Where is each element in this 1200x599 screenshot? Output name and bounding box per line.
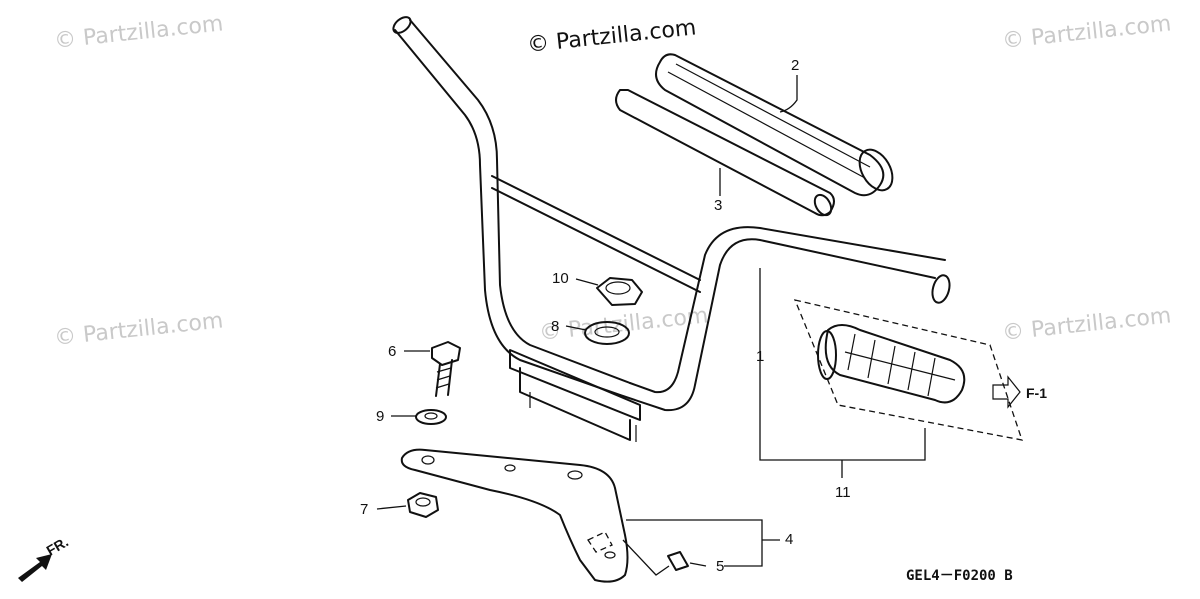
washer-9[interactable]	[415, 409, 447, 425]
leader-lines	[376, 75, 926, 576]
watermark-mid-right: © Partzilla.com	[1001, 303, 1172, 346]
front-direction-arrow: FR.	[18, 533, 71, 582]
callout-10: 10	[552, 270, 569, 287]
callout-11: 11	[835, 484, 851, 501]
handlebar-pad-outer[interactable]	[655, 53, 899, 197]
tag-5[interactable]	[667, 551, 689, 571]
bolt-6[interactable]	[431, 341, 461, 397]
handlebar[interactable]	[390, 14, 952, 442]
watermark-mid-left: © Partzilla.com	[53, 308, 224, 351]
callout-1: 1	[756, 348, 764, 365]
direction-label: FR.	[44, 533, 72, 558]
reference-label: F-1	[1026, 385, 1047, 401]
washer-8[interactable]	[584, 321, 630, 345]
watermark-main: © Partzilla.com	[526, 15, 697, 58]
callout-5: 5	[716, 558, 724, 575]
callout-2: 2	[791, 57, 799, 74]
callout-4: 4	[785, 531, 793, 548]
callout-6: 6	[388, 343, 396, 360]
callout-7: 7	[360, 501, 368, 518]
diagram-code: GEL4－F0200 B	[906, 568, 1013, 584]
watermark-top-left: © Partzilla.com	[53, 11, 224, 54]
callout-9: 9	[376, 408, 384, 425]
reference-arrow: F-1	[992, 375, 1047, 409]
watermark-top-right: © Partzilla.com	[1001, 11, 1172, 54]
callout-8: 8	[551, 318, 559, 335]
callout-3: 3	[714, 197, 722, 214]
flange-nut-10[interactable]	[596, 277, 643, 306]
grip-assembly-11[interactable]	[793, 299, 1023, 441]
flange-nut-7[interactable]	[407, 492, 439, 518]
handlebar-pad-inner[interactable]	[615, 89, 835, 218]
handlebar-holder-4[interactable]	[400, 448, 629, 583]
